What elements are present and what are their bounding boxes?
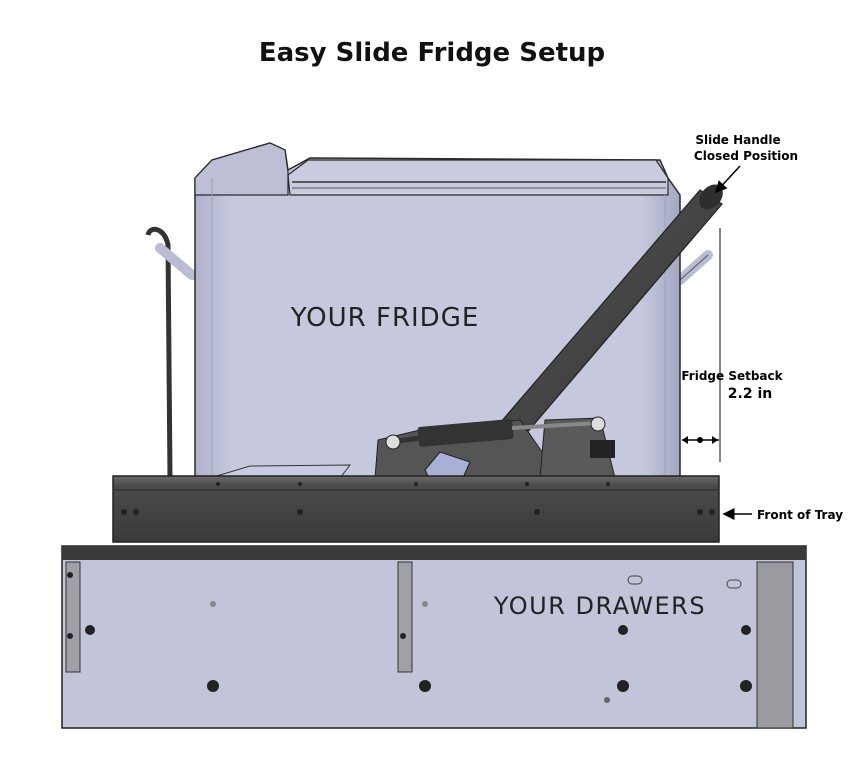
setback-label: Fridge Setback [681,369,783,383]
fridge-label: YOUR FRIDGE [290,303,480,333]
setback-callout: Fridge Setback 2.2 in [681,228,784,462]
fridge-side-handle-right [675,250,713,285]
slide-tray [112,475,720,543]
slide-handle-arrow [714,165,741,194]
tray-front-label: Front of Tray [757,508,843,522]
drawers-label: YOUR DRAWERS [493,592,706,620]
slide-handle-label-line2: Closed Position [694,149,798,163]
setback-value: 2.2 in [728,386,772,402]
drawers-unit [61,545,807,729]
diagram-title: Easy Slide Fridge Setup [258,38,606,68]
slide-handle-label-line1: Slide Handle [695,133,780,147]
slide-handle-callout: Slide Handle Closed Position [694,133,798,194]
fridge-side-handle-left [145,226,197,479]
tray-front-callout: Front of Tray [722,508,843,522]
